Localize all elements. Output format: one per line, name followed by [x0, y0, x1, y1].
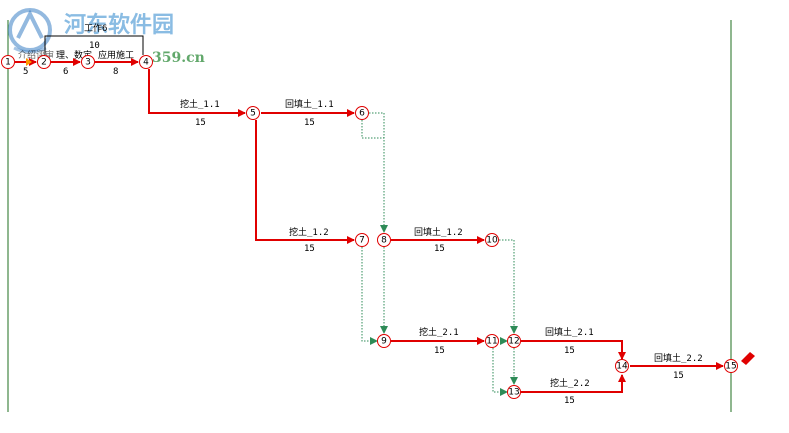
- dummy-link-6-8-branch: [361, 120, 384, 139]
- activity-duration-12-14: 15: [564, 346, 575, 356]
- node-circle: [507, 385, 521, 399]
- activity-duration-work6: 10: [89, 41, 100, 51]
- activity-name-5-6: 回填土_1.1: [285, 98, 334, 110]
- node-circle: [377, 334, 391, 348]
- node-circle: [724, 359, 738, 373]
- node-circle: [507, 334, 521, 348]
- activity-duration-9-11: 15: [434, 346, 445, 356]
- node-label: 6: [359, 109, 365, 119]
- node-circle: [485, 233, 499, 247]
- node-3[interactable]: 3: [81, 55, 95, 69]
- node-label: 15: [725, 362, 736, 372]
- node-14[interactable]: 14: [615, 359, 629, 373]
- activity-name-4-5: 挖土_1.1: [180, 98, 220, 110]
- activity-duration-5-6: 15: [304, 118, 315, 128]
- node-circle: [485, 334, 499, 348]
- node-12[interactable]: 12: [507, 334, 521, 348]
- activity-duration-13-14: 15: [564, 396, 575, 406]
- activity-duration-8-10: 15: [434, 244, 445, 254]
- activity-name-12-14: 回填土_2.1: [545, 326, 594, 338]
- node-2[interactable]: 2: [37, 55, 51, 69]
- activity-arrow-13-14: [521, 374, 626, 393]
- node-15[interactable]: 15: [724, 359, 738, 373]
- node-label: 11: [486, 337, 497, 347]
- node-7[interactable]: 7: [355, 233, 369, 247]
- activity-name-8-10: 回填土_1.2: [414, 226, 463, 238]
- node-circle: [246, 106, 260, 120]
- activity-duration-14-15: 15: [673, 371, 684, 381]
- node-label: 14: [616, 362, 628, 372]
- dummy-link-6-8: [369, 112, 388, 233]
- activity-duration-4-5: 15: [195, 118, 206, 128]
- end-flag-icon: [741, 352, 755, 365]
- node-label: 4: [143, 58, 149, 68]
- node-4[interactable]: 4: [139, 55, 153, 69]
- node-6[interactable]: 6: [355, 106, 369, 120]
- node-circle: [81, 55, 95, 69]
- watermark-logo-icon: [8, 8, 52, 54]
- activity-name-9-11: 挖土_2.1: [419, 326, 459, 338]
- activity-arrow-5-7: [255, 120, 355, 244]
- node-9[interactable]: 9: [377, 334, 391, 348]
- node-circle: [1, 55, 15, 69]
- node-circle: [355, 233, 369, 247]
- watermark: 河东软件园 359.cn: [8, 8, 205, 66]
- node-8[interactable]: 8: [377, 233, 391, 247]
- node-13[interactable]: 13: [507, 385, 521, 399]
- watermark-title: 河东软件园: [64, 12, 174, 38]
- node-circle: [355, 106, 369, 120]
- dummy-link-7-9: [361, 247, 378, 345]
- node-label: 10: [486, 236, 498, 246]
- node-label: 5: [250, 109, 256, 119]
- node-label: 13: [508, 388, 519, 398]
- node-circle: [615, 359, 629, 373]
- node-label: 7: [359, 236, 365, 246]
- node-label: 9: [381, 337, 387, 347]
- activity-duration-5-7: 15: [304, 244, 315, 254]
- start-marker-icon: [26, 58, 32, 66]
- activity-name-13-14: 挖土_2.2: [550, 377, 590, 389]
- node-label: 3: [85, 58, 91, 68]
- node-1[interactable]: 1: [1, 55, 15, 69]
- activity-duration-1-2: 5: [23, 67, 28, 77]
- node-label: 12: [508, 337, 519, 347]
- activity-arrow-work6: [44, 35, 144, 55]
- dummy-link-11-13: [492, 348, 508, 396]
- activity-arrow-4-5: [148, 69, 246, 117]
- watermark-url: 359.cn: [152, 50, 205, 66]
- activity-arrow-12-14: [521, 340, 626, 360]
- activity-duration-2-3: 6: [63, 67, 68, 77]
- node-label: 8: [381, 236, 387, 246]
- node-label: 1: [5, 58, 11, 68]
- activity-name-14-15: 回填土_2.2: [654, 352, 703, 364]
- dummy-link-10-12: [499, 239, 518, 334]
- node-10[interactable]: 10: [485, 233, 499, 247]
- activity-name-work6: 工作6: [84, 22, 107, 34]
- activity-name-3-4: 应用施工: [98, 49, 134, 61]
- node-label: 2: [41, 58, 47, 68]
- node-circle: [139, 55, 153, 69]
- activity-name-5-7: 挖土_1.2: [289, 226, 329, 238]
- node-11[interactable]: 11: [485, 334, 499, 348]
- node-circle: [37, 55, 51, 69]
- node-5[interactable]: 5: [246, 106, 260, 120]
- node-circle: [377, 233, 391, 247]
- activity-duration-3-4: 8: [113, 67, 118, 77]
